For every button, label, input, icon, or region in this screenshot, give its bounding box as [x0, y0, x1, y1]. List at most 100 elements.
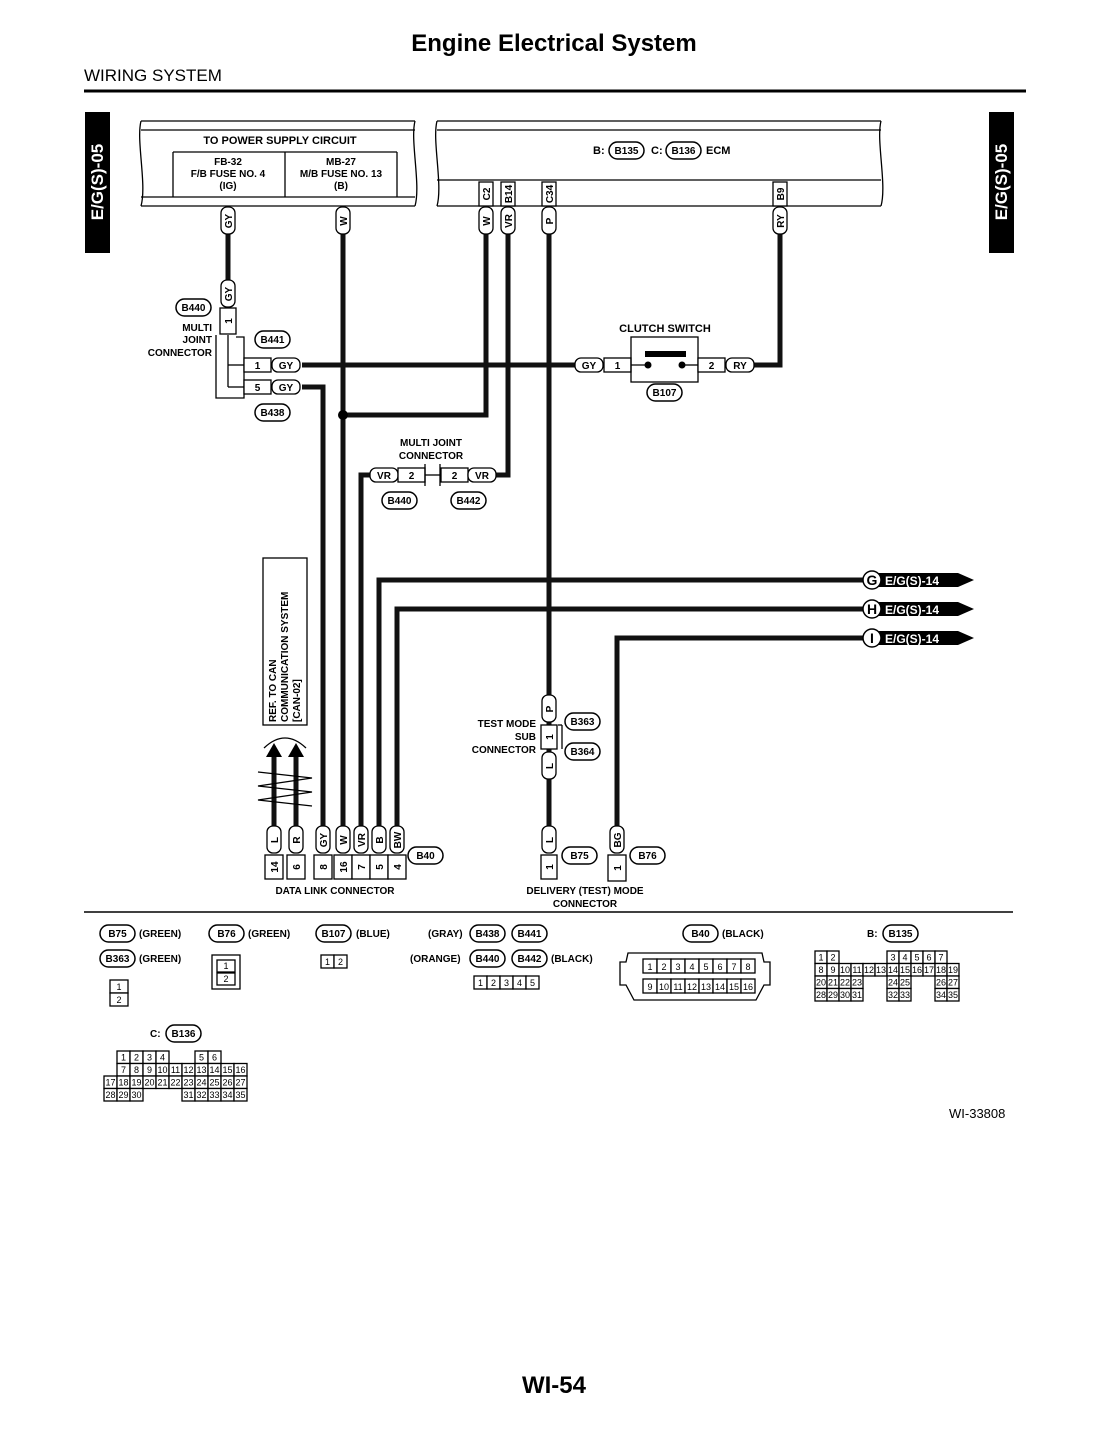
svg-text:19: 19: [131, 1078, 141, 1088]
svg-text:9: 9: [647, 982, 652, 992]
mj1-label-3: CONNECTOR: [148, 348, 213, 359]
multi-joint-connector-1: GY 1 1 GY 5 GY B440 MULTI JOINT CONNECTO…: [148, 279, 301, 422]
ecm-box: B: B135 C: B136 ECM C2 B14 C34 B9: [435, 120, 884, 207]
data-link-connector: L R GY W VR B BW 14 6 8 16 7 5 4 B40 DAT…: [264, 825, 444, 897]
leg-mj-face: 1 2 3 4 5: [473, 975, 540, 990]
tm-label-1: TEST MODE: [478, 719, 537, 730]
svg-text:18: 18: [118, 1078, 128, 1088]
fuse1-line3: (IG): [219, 181, 236, 192]
ecm-b-prefix: B:: [593, 145, 605, 157]
dm-tag-l: L: [545, 837, 556, 843]
svg-text:2: 2: [134, 1053, 139, 1063]
svg-text:3: 3: [504, 978, 509, 988]
svg-text:10: 10: [840, 965, 850, 975]
leg-b135: B135: [889, 929, 913, 940]
leg-b40: B40: [691, 929, 710, 940]
tag-w-ecm: W: [482, 216, 493, 226]
power-supply-box: TO POWER SUPPLY CIRCUIT FB-32 F/B FUSE N…: [139, 120, 418, 207]
svg-text:8: 8: [134, 1065, 139, 1075]
ecm-b136: B136: [672, 146, 696, 157]
figure-id: WI-33808: [949, 1106, 1006, 1121]
power-title: TO POWER SUPPLY CIRCUIT: [203, 135, 356, 147]
svg-text:3: 3: [147, 1053, 152, 1063]
dlc-pin-6: 6: [292, 864, 303, 870]
section-title: WIRING SYSTEM: [84, 66, 222, 85]
mj2-label-2: CONNECTOR: [399, 451, 464, 462]
refcan-line1: REF. TO CAN: [268, 659, 279, 722]
svg-text:33: 33: [900, 990, 910, 1000]
svg-text:6: 6: [717, 962, 722, 972]
svg-text:1: 1: [818, 953, 823, 963]
offpage-i: I E/G(S)-14: [862, 628, 974, 648]
mj2-pin2-l: 2: [409, 471, 415, 482]
svg-text:15: 15: [900, 965, 910, 975]
svg-text:2: 2: [661, 962, 666, 972]
page-number: WI-54: [521, 1372, 586, 1399]
clutch-tag-gy: GY: [582, 361, 597, 372]
svg-text:1: 1: [223, 961, 228, 971]
svg-text:7: 7: [731, 962, 736, 972]
tag-ry-ecm: RY: [776, 214, 787, 228]
ecm-pin-c2: C2: [482, 187, 493, 200]
svg-text:10: 10: [659, 982, 669, 992]
offpage-g-ref: E/G(S)-14: [885, 574, 939, 588]
svg-text:15: 15: [222, 1065, 232, 1075]
ecm-c-prefix: C:: [651, 145, 663, 157]
svg-text:4: 4: [902, 953, 907, 963]
svg-text:34: 34: [222, 1090, 232, 1100]
leg-b75-color: (GREEN): [139, 929, 181, 940]
svg-text:28: 28: [816, 990, 826, 1000]
svg-text:31: 31: [183, 1090, 193, 1100]
mj1-b440: B440: [182, 303, 206, 314]
dlc-tag-bw: BW: [393, 831, 404, 848]
svg-text:30: 30: [131, 1090, 141, 1100]
dlc-pin-14: 14: [270, 861, 281, 873]
mj1-b438: B438: [261, 408, 285, 419]
svg-text:5: 5: [199, 1053, 204, 1063]
tag-p-ecm: P: [545, 217, 556, 224]
legend: B75 (GREEN) B363 (GREEN) 1 2 B76 (GREEN)…: [99, 924, 960, 1102]
svg-text:16: 16: [912, 965, 922, 975]
tm-pin1: 1: [545, 734, 556, 740]
dm-tag-bg: BG: [613, 832, 624, 847]
svg-text:3: 3: [675, 962, 680, 972]
leg-b441: B441: [518, 929, 542, 940]
svg-text:12: 12: [687, 982, 697, 992]
clutch-title: CLUTCH SWITCH: [619, 323, 711, 335]
splice-point: [338, 410, 348, 420]
svg-text:24: 24: [196, 1078, 206, 1088]
dlc-id: B40: [416, 851, 435, 862]
svg-text:1: 1: [121, 1053, 126, 1063]
svg-text:2: 2: [338, 957, 343, 967]
leg-b40-color: (BLACK): [722, 929, 764, 940]
right-tab-label: E/G(S)-05: [992, 144, 1011, 221]
dlc-pin-8: 8: [319, 864, 330, 870]
svg-text:4: 4: [689, 962, 694, 972]
svg-text:14: 14: [888, 965, 898, 975]
leg-b442: B442: [518, 954, 542, 965]
tm-tag-l: L: [545, 763, 556, 769]
svg-text:11: 11: [171, 1065, 180, 1075]
mj2-b442: B442: [457, 496, 481, 507]
clutch-switch: CLUTCH SWITCH GY 1 2 RY B107: [574, 323, 755, 402]
svg-text:2: 2: [830, 953, 835, 963]
dlc-tag-vr: VR: [357, 832, 368, 847]
svg-text:11: 11: [852, 965, 861, 975]
svg-text:3: 3: [890, 953, 895, 963]
svg-text:13: 13: [876, 965, 886, 975]
mj2-tag-vr-r: VR: [475, 471, 490, 482]
leg-b76: B76: [217, 929, 236, 940]
svg-text:30: 30: [840, 990, 850, 1000]
svg-text:32: 32: [888, 990, 898, 1000]
wire-tags: GY W W VR P RY: [220, 206, 788, 235]
mj1-tag-gy-5: GY: [279, 383, 294, 394]
svg-text:5: 5: [703, 962, 708, 972]
svg-text:17: 17: [105, 1078, 115, 1088]
leg-b107: B107: [322, 929, 346, 940]
mj2-label-1: MULTI JOINT: [400, 438, 462, 449]
dlc-pin-7: 7: [357, 864, 368, 870]
svg-text:35: 35: [235, 1090, 245, 1100]
leg-b107-color: (BLUE): [356, 929, 390, 940]
